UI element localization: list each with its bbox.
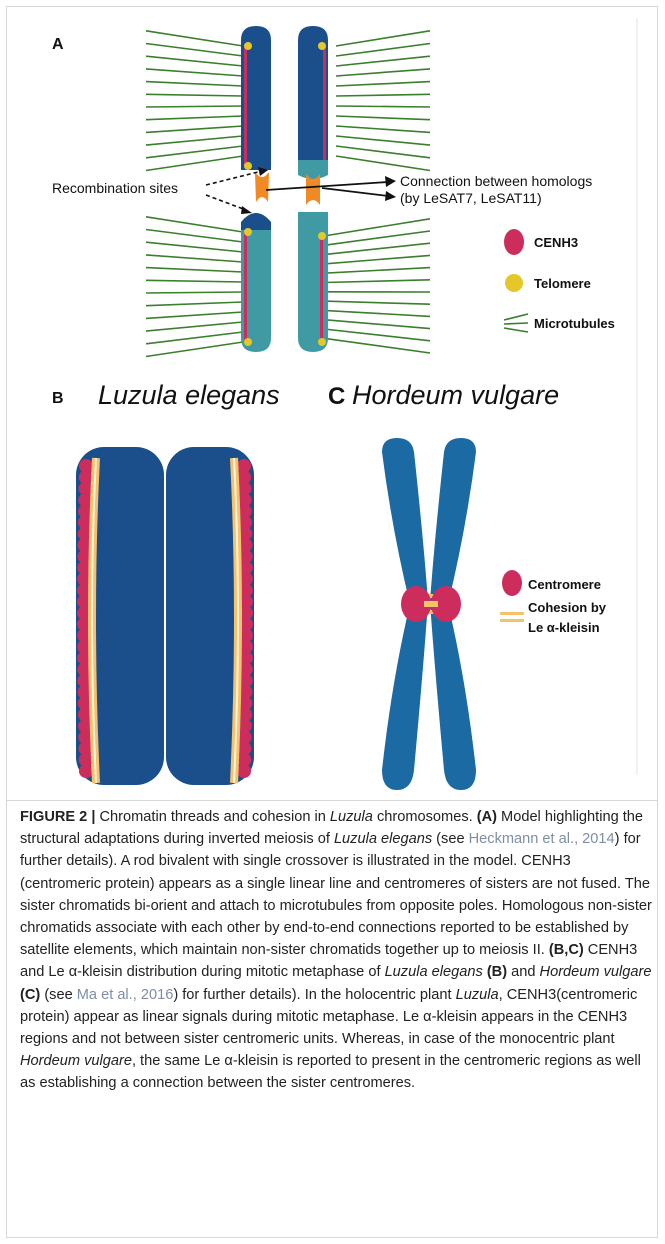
upper-left-chromatid [241, 26, 271, 170]
caption-text-4c: (see [40, 987, 77, 1003]
cenh3-oval-icon [504, 229, 524, 255]
connection-left [255, 172, 269, 202]
connection-label-2: (by LeSAT7, LeSAT11) [400, 190, 542, 206]
caption-italic-6: Hordeum vulgare [20, 1053, 132, 1069]
caption-panel-b-ref: (B) [487, 964, 507, 980]
figure-2-illustration: A Recombination sites [0, 0, 665, 800]
microtubule-line [146, 302, 243, 306]
connection-label-1: Connection between homologs [400, 173, 592, 189]
legend-cenh3-label: CENH3 [534, 235, 578, 250]
lower-right-chromatid [298, 212, 328, 352]
legend-kleisin-label: Le α-kleisin [528, 620, 600, 635]
microtubule-line [324, 320, 430, 329]
microtubule-line [146, 116, 243, 120]
microtubule-line [146, 217, 243, 232]
microtubule-line [324, 280, 430, 283]
panel-b-letter: B [52, 390, 64, 407]
upper-right-teal-end [298, 160, 328, 179]
caption-reference-link-1[interactable]: Heckmann et al., 2014 [469, 831, 615, 847]
microtubule-line [324, 338, 430, 353]
microtubule-line [146, 268, 243, 272]
microtubule-line [324, 301, 430, 304]
cenh3-bead [79, 764, 93, 778]
recombination-label: Recombination sites [52, 180, 178, 196]
microtubule-line [146, 69, 243, 76]
legend-cohesion-label: Cohesion by [528, 600, 607, 615]
caption-panel-c-ref: (C) [20, 987, 40, 1003]
caption-figure-label: FIGURE 2 | [20, 809, 95, 825]
microtubule-line [336, 156, 430, 171]
caption-panel-a-ref: (A) [477, 809, 497, 825]
luzula-left-chromatid [76, 447, 164, 785]
legend-telomere-label: Telomere [534, 276, 591, 291]
caption-text-1: Chromatin threads and cohesion in [95, 809, 329, 825]
microtubule-line [146, 94, 243, 96]
cohesion-lines-icon [500, 612, 524, 622]
caption-panel-bc-ref: (B,C) [549, 942, 584, 958]
caption-reference-link-2[interactable]: Ma et al., 2016 [77, 987, 174, 1003]
upper-right-chromatid [298, 26, 328, 170]
microtubule-line [146, 82, 243, 86]
microtubule-line [336, 44, 430, 57]
caption-italic-1: Luzula [330, 809, 373, 825]
microtubule-line [336, 56, 430, 66]
microtubule-line [336, 136, 430, 145]
cenh3-bead [237, 764, 251, 778]
microtubule-line [324, 329, 430, 341]
caption-text-3: ) for further details). A rod bivalent w… [20, 831, 652, 958]
microtubule-line [146, 146, 243, 158]
caption-separator [6, 800, 658, 801]
caption-text-2b: (see [432, 831, 469, 847]
panel-c-letter: C [328, 383, 345, 410]
caption-italic-4b: Hordeum vulgare [540, 964, 652, 980]
microtubule-line [336, 106, 430, 107]
hordeum-chromosome [382, 438, 476, 790]
microtubule-line [146, 332, 243, 344]
microtubule-line [146, 312, 243, 318]
microtubule-line [146, 136, 243, 145]
panel-c-title: Hordeum vulgare [352, 380, 559, 410]
microtubule-line [336, 116, 430, 120]
microtubule-line [324, 255, 430, 264]
luzula-right-chromatid [166, 447, 254, 785]
panel-a-letter: A [52, 36, 64, 53]
microtubule-line [336, 69, 430, 76]
microtubule-line [324, 243, 430, 254]
figure-caption: FIGURE 2 | Chromatin threads and cohesio… [20, 806, 652, 1095]
microtubule-line [146, 31, 243, 46]
microtubule-line [146, 322, 243, 331]
centromere-oval-icon [502, 570, 522, 596]
microtubule-line [336, 146, 430, 158]
legend-microtubules-label: Microtubules [534, 316, 615, 331]
lower-left-chromatid [241, 213, 271, 352]
microtubule-line [336, 82, 430, 86]
caption-italic-5: Luzula [456, 987, 499, 1003]
microtubule-line [146, 342, 243, 357]
microtubule-lines-icon [504, 314, 528, 332]
caption-text-5: ) for further details). In the holocentr… [173, 987, 455, 1003]
microtubule-line [146, 230, 243, 243]
caption-text-1b: chromosomes. [373, 809, 477, 825]
caption-italic-2: Luzula elegans [334, 831, 432, 847]
microtubule-line [336, 31, 430, 46]
microtubule-line [146, 242, 243, 252]
telomere-dot-icon [505, 274, 523, 292]
microtubule-line [146, 106, 243, 107]
caption-text-4b: and [507, 964, 539, 980]
microtubule-line [146, 292, 243, 293]
microtubule-line [324, 268, 430, 274]
microtubule-line [324, 310, 430, 316]
caption-italic-4: Luzula elegans [385, 964, 483, 980]
microtubule-line [146, 255, 243, 262]
microtubule-line [336, 94, 430, 96]
panel-b-title: Luzula elegans [98, 380, 280, 410]
microtubule-line [146, 126, 243, 132]
microtubule-line [146, 280, 243, 282]
microtubule-line [146, 156, 243, 171]
microtubule-line [336, 126, 430, 132]
legend-centromere-label: Centromere [528, 577, 601, 592]
microtubule-line [146, 56, 243, 66]
microtubule-line [146, 44, 243, 57]
